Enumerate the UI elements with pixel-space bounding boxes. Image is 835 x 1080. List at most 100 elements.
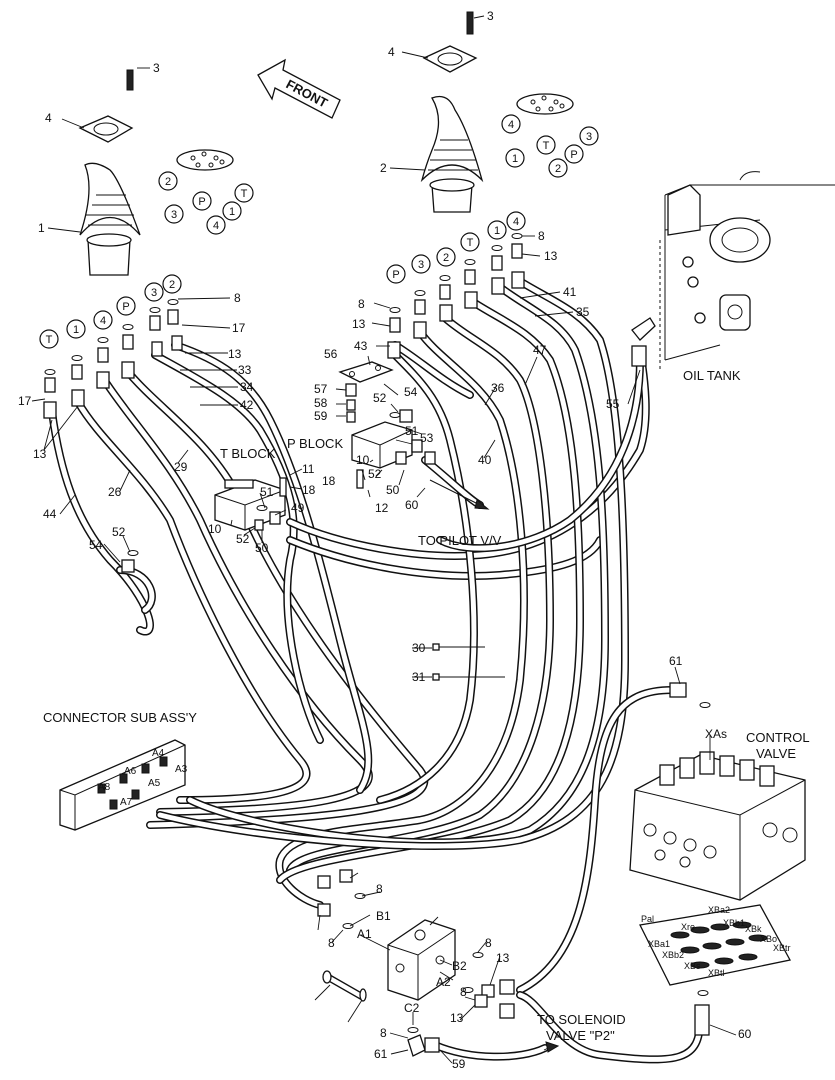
port-circle-tc: T [46,334,53,346]
p-block-label: P BLOCK [287,436,343,451]
port-circle-1a: 1 [229,206,235,218]
part-num-11: 11 [302,462,315,476]
control-label-1: CONTROL [746,730,810,745]
part-num-2: 2 [380,161,387,175]
part-num-29: 29 [174,460,188,474]
part-num-40b: 51 [260,485,274,499]
valve-port-xbk: XBk [745,924,762,934]
part-num-13b: 13 [33,447,47,461]
valve-port-xba1: XBa1 [648,939,670,949]
port-circle-pc: P [122,301,129,313]
block-port-b1: B1 [376,909,391,923]
port-circle-4d: 4 [513,216,519,228]
plate-left [78,115,134,143]
part-num-17a: 18 [322,474,336,488]
part-num-13e: 13 [496,951,510,965]
t-block: T BLOCK [214,446,286,531]
hose-group [48,276,704,1064]
o-rings [44,233,711,1033]
connector-port-a7: A7 [120,797,133,808]
port-circle-1d: 1 [494,225,500,237]
part-num-40a: 51 [405,424,419,438]
part-num-47: 49 [291,501,305,515]
part-num-26: 26 [108,485,122,499]
part-num-44b: 54 [89,538,103,552]
valve-port-labels: Pal Xre XBa2 XBa1 XBk XBo XBb1 XBb2 XBs … [641,905,791,978]
oil-tank: OIL TANK [631,171,835,383]
block-port-labels: B1 A1 B2 A2 C2 [357,909,467,1015]
part-num-30: 35 [576,305,590,319]
part-num-17b: 18 [302,483,316,497]
port-circle-ta: T [241,188,248,200]
connector-port-a8: A8 [98,782,111,793]
t-block-label: T BLOCK [220,446,276,461]
part-num-55: 60 [738,1027,752,1041]
block-port-a1: A1 [357,927,372,941]
valve-port-xbtl: XBtl [708,968,725,978]
port-circle-pb: P [570,149,577,161]
to-pilot-label: TO PILOT V/V [418,533,502,548]
part-num-4b: 4 [388,45,395,59]
part-num-8h: 8 [380,1026,387,1040]
part-num-13a: 13 [228,347,242,361]
port-circle-3d: 3 [418,259,424,271]
port-circle-3c: 3 [151,287,157,299]
part-num-12: 12 [375,501,389,515]
part-num-8a: 8 [234,291,241,305]
part-num-49: 55 [606,397,620,411]
port-circle-pa: P [198,196,205,208]
port-circle-td: T [467,237,474,249]
port-pattern-right [516,93,574,115]
front-arrow: FRONT [257,58,341,119]
part-num-10b: 10 [208,522,222,536]
connector-label: CONNECTOR SUB ASS'Y [43,710,197,725]
control-valve: CONTROL VALVE XAs [629,727,810,901]
port-circle-3a: 3 [171,209,177,221]
left-joystick [79,162,141,276]
part-num-19: 31 [412,670,426,684]
valve-port-xre: Xre [681,922,695,932]
connector-port-a5: A5 [148,778,161,789]
port-circle-2a: 2 [165,176,171,188]
port-circle-3b: 3 [586,131,592,143]
block-61 [387,919,456,1001]
port-circles: 2 3 P 4 1 T 4 1 T 2 P 3 T 1 4 P 3 2 P 3 … [39,114,599,349]
connector-port-a6: A6 [124,766,137,777]
part-num-27: 33 [238,363,252,377]
part-num-18: 30 [412,641,426,655]
bolt-right [466,11,474,35]
part-num-48: 60 [405,498,419,512]
part-num-4a: 4 [45,111,52,125]
leader-lines [31,15,737,1064]
part-num-28: 34 [240,380,254,394]
part-num-43b: 50 [255,541,269,555]
part-num-34: 42 [240,398,254,412]
elbow-57 [407,1034,426,1057]
part-num-42: 53 [420,431,434,445]
part-num-44a: 54 [404,385,418,399]
bolt-left [126,69,134,91]
part-num-31: 36 [491,381,505,395]
part-num-3b: 3 [487,9,494,23]
part-num-54: 59 [452,1057,466,1071]
part-num-43a: 50 [386,483,400,497]
port-circle-1c: 1 [73,324,79,336]
block-port-b2: B2 [452,959,467,973]
part-num-3a: 3 [153,61,160,75]
port-circle-2d: 2 [443,252,449,264]
part-num-52: 58 [314,396,328,410]
cable-tie-19 [432,673,505,681]
part-num-50: 56 [324,347,338,361]
connector-port-labels: A4 A6 A5 A3 A8 A7 [98,748,188,808]
part-num-41b: 52 [368,467,382,481]
port-circle-1b: 1 [512,153,518,165]
valve-port-xbs: XBs [684,961,701,971]
valve-port-xbb1: XBb1 [723,918,745,928]
part-num-37: 47 [533,343,547,357]
part-num-8g: 8 [460,985,467,999]
block-port-c2: C2 [404,1001,420,1015]
xas-label: XAs [705,727,727,741]
port-circle-4c: 4 [100,315,106,327]
part-num-8d: 8 [376,882,383,896]
